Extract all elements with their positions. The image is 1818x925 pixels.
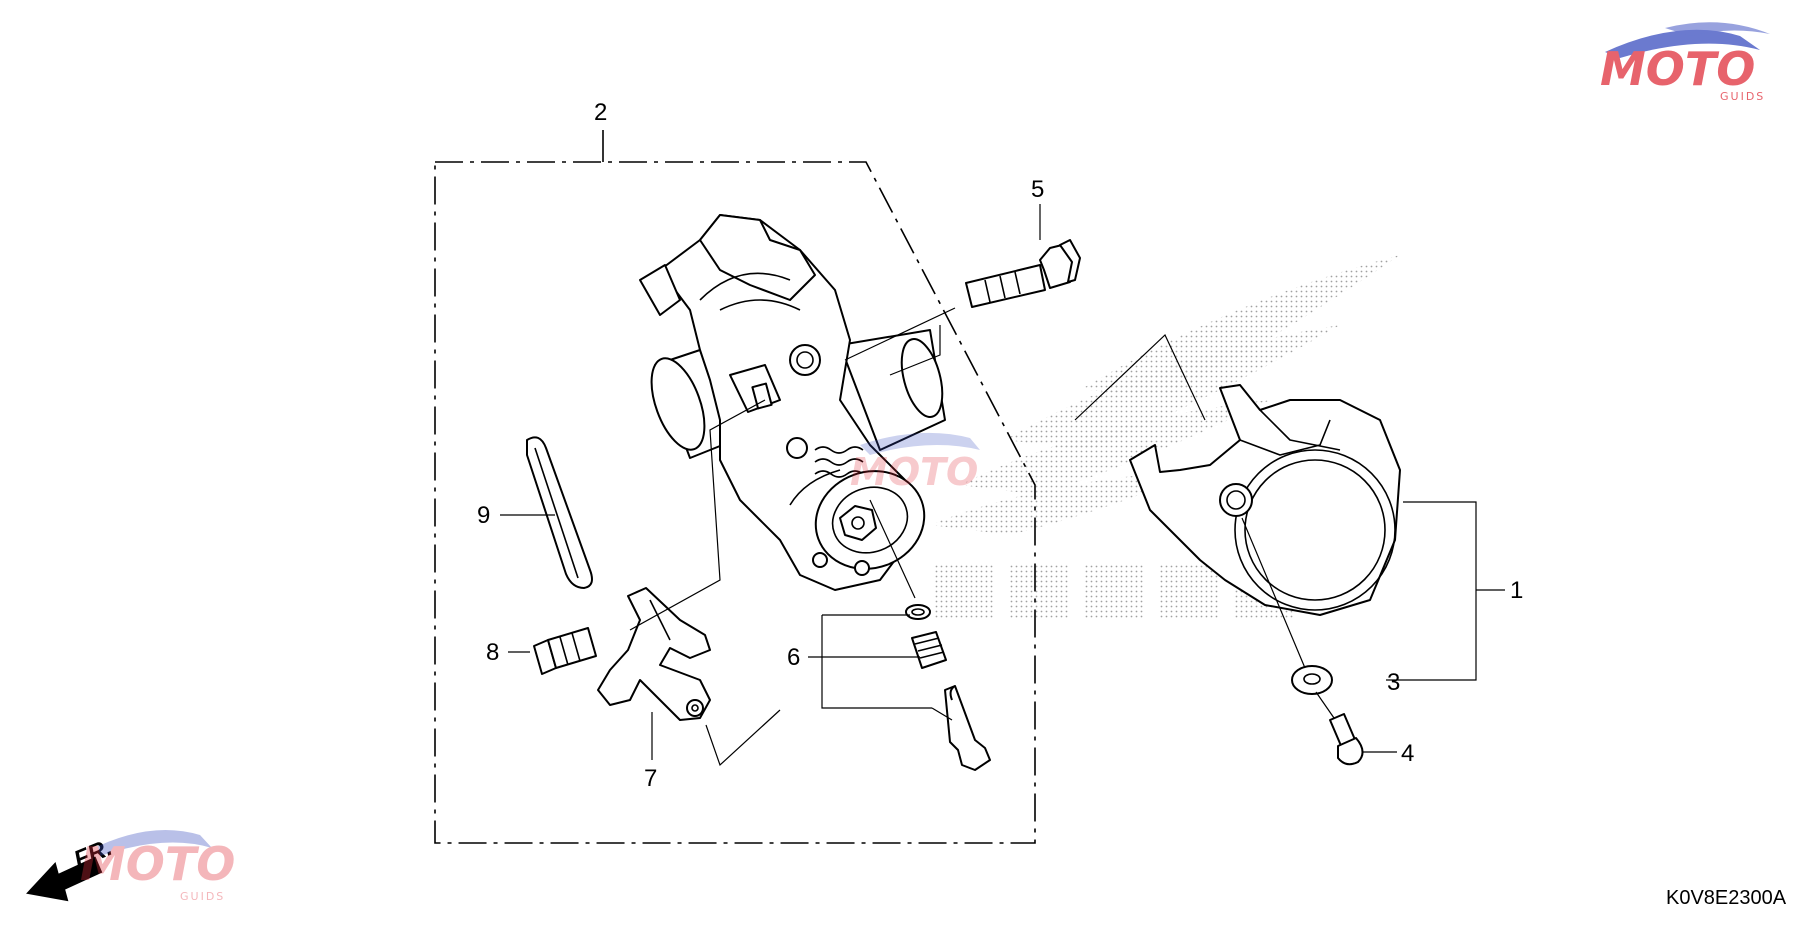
watermark-logo-text-center: MOTO bbox=[850, 450, 978, 494]
watermark-logo-text-bottom: MOTO bbox=[80, 837, 235, 891]
screw-set-part-6 bbox=[905, 604, 991, 771]
part-number-6: 6 bbox=[787, 644, 800, 671]
cover-part-1 bbox=[1129, 384, 1401, 616]
screw-part-8 bbox=[533, 627, 597, 675]
part-number-1: 1 bbox=[1510, 577, 1523, 604]
watermark-logo-text: MOTO bbox=[1600, 42, 1755, 96]
seal-part-9 bbox=[526, 436, 593, 589]
moto-guids-logo-center: MOTO bbox=[850, 432, 980, 494]
honda-wing-watermark bbox=[930, 255, 1400, 620]
assembly-frame bbox=[434, 161, 1036, 844]
throttle-body-drawing bbox=[639, 214, 946, 591]
part-number-2: 2 bbox=[594, 99, 607, 126]
drawing-code: K0V8E2300A bbox=[1666, 887, 1787, 909]
bracket-part-7 bbox=[597, 587, 711, 721]
part-number-3: 3 bbox=[1387, 669, 1400, 696]
watermark-logo-sub: GUIDS bbox=[1720, 90, 1765, 103]
part-number-9: 9 bbox=[477, 502, 490, 529]
bolt-part-5 bbox=[965, 239, 1081, 308]
part-number-8: 8 bbox=[486, 639, 499, 666]
part-number-5: 5 bbox=[1031, 176, 1044, 203]
screw-part-4 bbox=[1329, 713, 1364, 766]
washer-part-3 bbox=[1291, 665, 1333, 695]
moto-guids-logo-top: MOTO GUIDS bbox=[1600, 22, 1770, 103]
part-number-7: 7 bbox=[644, 765, 657, 792]
part-number-4: 4 bbox=[1401, 740, 1414, 767]
moto-guids-logo-bottom: MOTO GUIDS bbox=[80, 830, 235, 903]
watermark-logo-sub-bottom: GUIDS bbox=[180, 890, 225, 903]
